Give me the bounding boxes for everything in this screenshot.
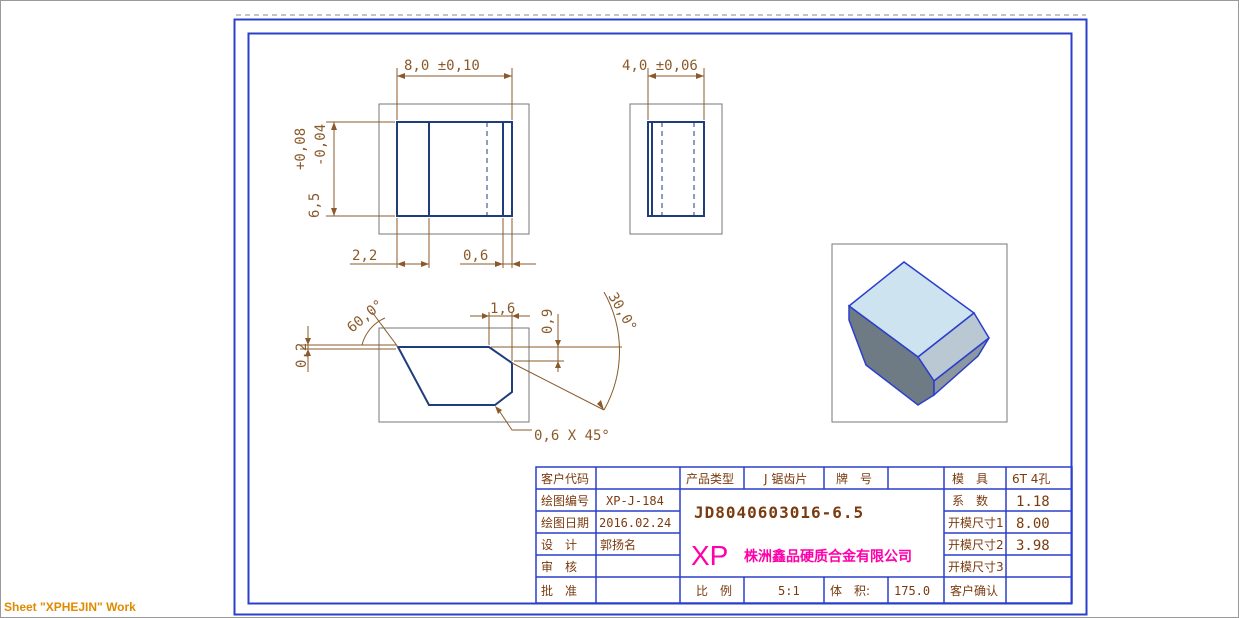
dim-chamfer: 0,6 X 45°: [534, 428, 610, 444]
view-frame: [378, 327, 530, 423]
mold-size1-value: 8.00: [1016, 516, 1050, 532]
profile-view: [378, 327, 530, 423]
view-frame: [629, 103, 723, 235]
dim-height-tol-upper: +0,08: [293, 128, 309, 170]
dim-0-6: 0,6: [463, 248, 488, 264]
dim-1-6: 1,6: [490, 301, 515, 317]
sheet-outer-border: [233, 18, 1088, 616]
scale-label: 比 例: [696, 584, 732, 598]
volume-value: 175.0: [894, 584, 930, 598]
volume-label: 体 积:: [830, 584, 870, 598]
view-frame: [378, 103, 530, 235]
mold-value: 6T 4孔: [1012, 472, 1050, 486]
design-label: 设 计: [541, 538, 577, 552]
product-type-value: J 锯齿片: [763, 471, 807, 486]
dim-0-9: 0,9: [540, 309, 556, 334]
mold-size1-label: 开模尺寸1: [948, 516, 1004, 530]
company-name: 株洲鑫品硬质合金有限公司: [744, 548, 912, 565]
isometric-view: [831, 243, 1008, 423]
customer-code-label: 客户代码: [541, 471, 589, 486]
coef-value: 1.18: [1016, 494, 1050, 510]
side-view-dimensions: [647, 68, 705, 120]
draw-date-value: 2016.02.24: [599, 516, 671, 530]
part-profile: [396, 346, 513, 406]
drawing-no-value: XP-J-184: [606, 494, 664, 508]
part-outline: [647, 121, 705, 217]
dim-angle-60: 60,0°: [344, 297, 387, 336]
mold-size2-value: 3.98: [1016, 538, 1050, 554]
scale-value: 5:1: [778, 584, 800, 598]
design-value: 郭扬名: [600, 537, 636, 552]
view-frame: [831, 243, 1008, 423]
profile-view-dimensions: [300, 291, 622, 431]
dim-0-2: 0,2: [294, 343, 310, 368]
dim-2-2: 2,2: [352, 248, 377, 264]
grade-label: 牌 号: [836, 472, 872, 486]
title-block: [535, 466, 1073, 604]
approve-label: 批 准: [541, 583, 577, 598]
front-view: [378, 103, 530, 235]
front-view-dimensions: [326, 68, 536, 268]
dim-angle-30: 30,0°: [605, 290, 640, 335]
company-logo: XP: [691, 540, 728, 571]
customer-confirm-label: 客户确认: [950, 583, 998, 598]
dim-height-value: 6,5: [307, 193, 323, 218]
dim-height-tol-lower: -0,04: [313, 124, 329, 166]
coef-label: 系 数: [952, 493, 988, 508]
side-view: [629, 103, 723, 235]
mold-label: 模 具: [952, 472, 988, 486]
part-number: JD8040603016-6.5: [694, 503, 864, 522]
dim-width-side: 4,0 ±0,06: [622, 58, 698, 74]
iso-right-face: [933, 337, 990, 397]
mold-size2-label: 开模尺寸2: [948, 538, 1004, 552]
draw-date-label: 绘图日期: [541, 515, 589, 530]
sheet-label: Sheet "XPHEJIN" Work: [4, 600, 136, 614]
product-type-label: 产品类型: [686, 472, 734, 486]
dim-width-top: 8,0 ±0,10: [404, 58, 480, 74]
review-label: 审 核: [541, 559, 577, 574]
iso-left-face: [848, 304, 935, 406]
part-outline: [396, 121, 513, 217]
drawing-no-label: 绘图编号: [541, 493, 589, 508]
mold-size3-label: 开模尺寸3: [948, 560, 1004, 574]
